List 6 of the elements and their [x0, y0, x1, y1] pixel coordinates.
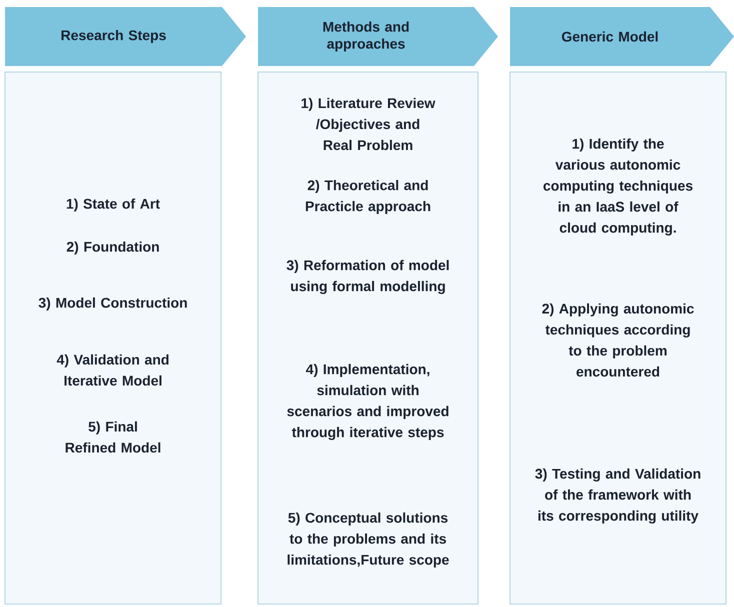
chevron-header: Methods and approaches [258, 7, 498, 66]
column-box: 1) Literature Review /Objectives and Real Problem 2) Theoretical and Practicle approach 3) Reformation of model using formal modelling 4) Implementation, simulation with scenarios and improved through iterative steps 5) Conceptual solutions to the problems and its limitations,Future scope [258, 72, 478, 604]
chevron-header: Generic Model [510, 7, 734, 66]
chevron-header: Research Steps [5, 7, 246, 66]
column-box: 1) State of Art 2) Foundation 3) Model Construction 4) Validation and Iterative Model 5) Final Refined Model [4, 72, 222, 604]
column-box: 1) Identify the various autonomic computing techniques in an IaaS level of cloud computing. 2) Applying autonomic techniques according to the problem encountered 3) Testing and Validation of the framework with its corresponding utility [510, 72, 726, 604]
